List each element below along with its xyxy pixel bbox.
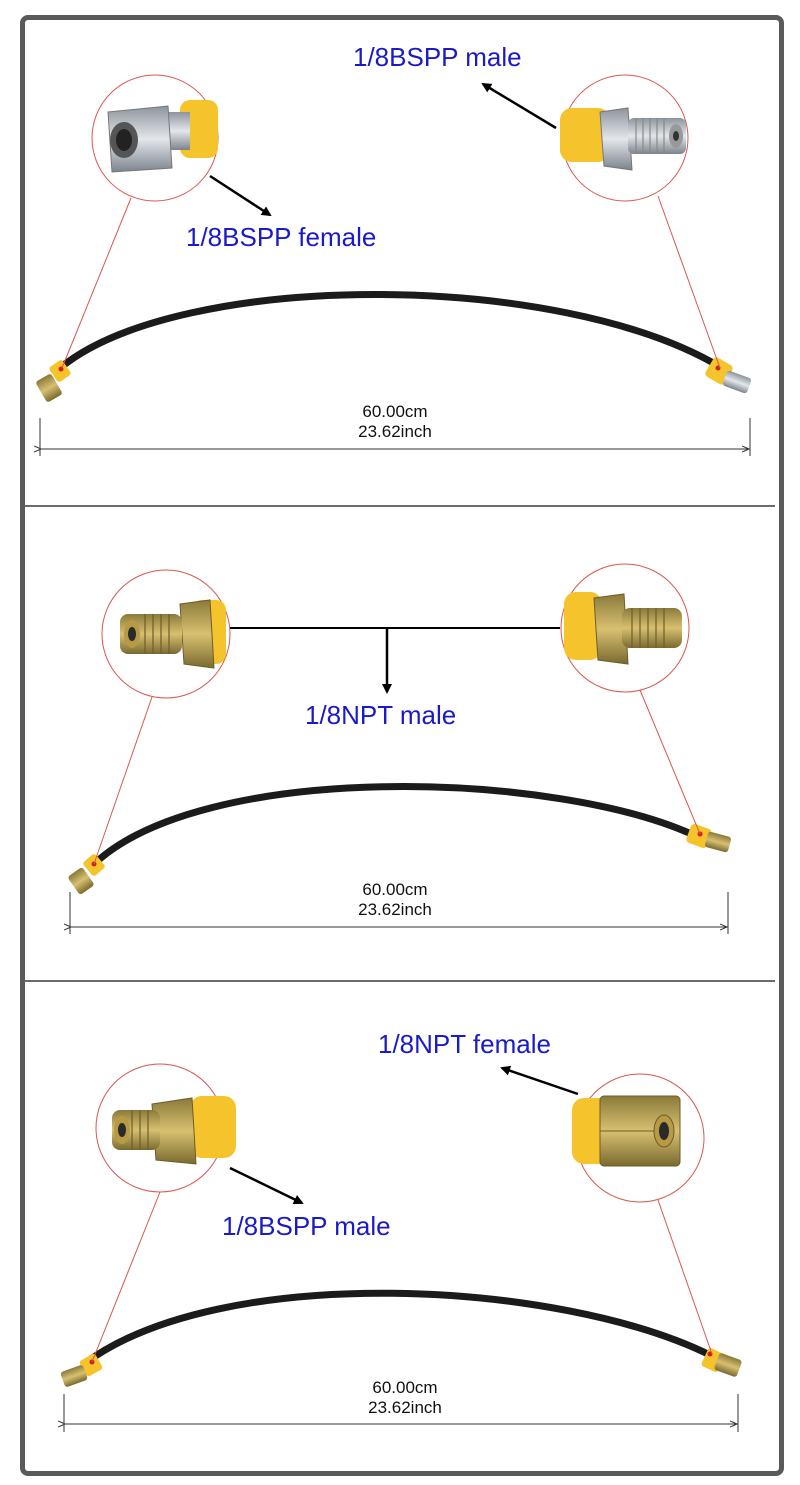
dimension-inch: 23.62inch [358,900,432,919]
right-end-fitting [701,1348,742,1377]
arrow-male [229,1166,304,1205]
label-bspp-male: 1/8BSPP male [353,42,522,72]
panel-2 [67,563,731,934]
left-end-fitting [68,854,105,894]
hose [56,291,726,372]
dimension-line [40,418,751,456]
arrow-male [481,82,557,130]
label-bspp-male: 1/8BSPP male [222,1211,391,1241]
hose [80,1289,716,1368]
panel-3 [60,1063,742,1432]
label-npt-female: 1/8NPT female [378,1029,551,1059]
arrow-female [500,1065,579,1096]
dimension-cm: 60.00cm [362,402,428,421]
right-end-fitting [705,357,752,394]
dimension-line [64,1394,739,1432]
male-fitting-closeup [120,599,226,669]
arrow-female [209,174,272,217]
dimension-cm: 60.00cm [362,880,428,899]
label-npt-male: 1/8NPT male [305,700,457,730]
male-fitting-closeup [564,592,682,665]
left-end-fitting [60,1353,103,1387]
dimension-cm: 60.00cm [372,1378,438,1397]
dimension-line [70,892,729,934]
right-end-fitting [686,823,731,853]
left-end-fitting [36,360,71,402]
dimension-inch: 23.62inch [358,422,432,441]
label-bspp-female: 1/8BSPP female [186,222,377,252]
female-fitting-closeup [107,100,218,173]
panel-divider [25,980,775,982]
hose [88,783,704,870]
panel-1 [35,74,752,456]
product-frame [20,15,784,1476]
female-fitting-closeup [572,1095,681,1167]
dimension-text: 60.00cm 23.62inch [320,880,470,920]
dimension-text: 60.00cm 23.62inch [330,1378,480,1418]
dimension-text: 60.00cm 23.62inch [320,402,470,442]
male-fitting-closeup [112,1096,236,1165]
male-fitting-closeup [560,107,686,171]
panel-divider [25,505,775,507]
dimension-inch: 23.62inch [368,1398,442,1417]
